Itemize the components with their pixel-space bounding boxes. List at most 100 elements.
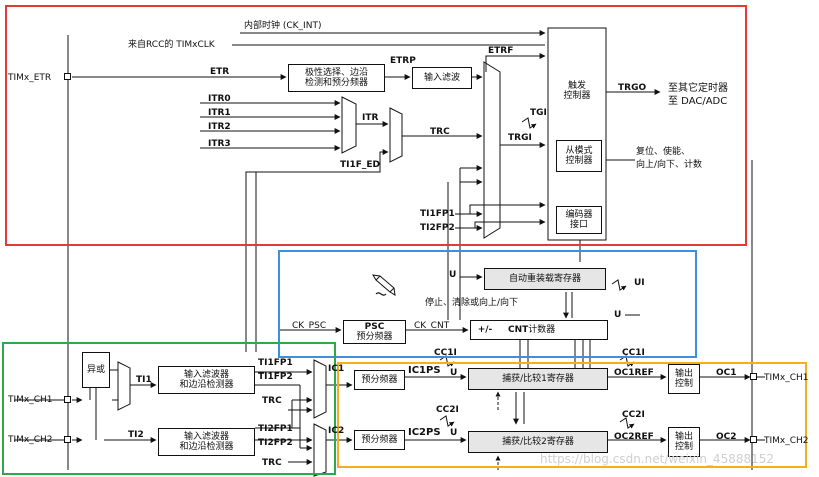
tim-clk-label: 来自RCC的 TIMxCLK [128, 40, 215, 50]
itr3-label: ITR3 [208, 139, 231, 149]
out-ctrl1-line-2: 控制 [674, 379, 693, 389]
trc-label: TRC [430, 127, 450, 137]
slave-out-1: 复位、使能、 [636, 147, 691, 157]
prescaler-1-label: 预分频器 [361, 375, 398, 385]
trigger-ctrl-line-1: 触发 [567, 81, 586, 91]
ti1fp2-label: TI1FP2 [258, 372, 293, 382]
out-ctrl2-line-2: 控制 [674, 442, 693, 452]
slave-out-2: 向上/向下、计数 [636, 160, 703, 170]
trc-ch1-label: TRC [262, 396, 282, 406]
ch1-output-port [750, 373, 757, 380]
filter-ch2-line-1: 输入滤波器 [183, 432, 229, 442]
ch1-filter-edge-box: 输入滤波器和边沿检测器 [158, 366, 255, 394]
ck-psc-label: CK_PSC [292, 321, 327, 331]
ck-cnt-label: CK_CNT [414, 321, 450, 331]
trigger-ctrl-line-2: 控制器 [563, 91, 591, 101]
ti2fp2-label: TI2FP2 [258, 438, 293, 448]
u-arr-label: U [449, 270, 457, 280]
xor-label: 异或 [86, 365, 105, 375]
ccr1-label: 捕获/比较1寄存器 [502, 374, 574, 384]
polarity-edge-prescaler-box: 极性选择、边沿检测和预分频器 [288, 64, 385, 92]
ch2-prescaler-box: 预分频器 [354, 430, 405, 450]
u-cc1-label: U [450, 368, 458, 378]
input-filter-label: 输入滤波 [423, 73, 460, 83]
slave-mode-line-2: 控制器 [565, 156, 593, 166]
ti1f-ed-label: TI1F_ED [340, 160, 381, 170]
trc-ch2-label: TRC [262, 458, 282, 468]
tim-etr-label: TIMx_ETR [8, 73, 52, 83]
ccr2-register-box: 捕获/比较2寄存器 [468, 431, 608, 453]
ic1ps-label: IC1PS [408, 365, 441, 376]
prescaler-2-label: 预分频器 [361, 435, 398, 445]
cnt-sign: +/- [477, 325, 493, 335]
out-ch1-label: TIMx_CH1 [764, 373, 809, 383]
etr-port [64, 73, 71, 80]
encoder-line-1: 编码器 [565, 210, 593, 220]
out-ch2-label: TIMx_CH2 [764, 436, 809, 446]
auto-reload-register-box: 自动重装载寄存器 [484, 268, 606, 290]
ic2-label: IC2 [328, 426, 345, 436]
ic2ps-label: IC2PS [408, 427, 441, 438]
oc2ref-label: OC2REF [614, 432, 654, 442]
tim-ch1-label: TIMx_CH1 [8, 395, 53, 405]
etr-label: ETR [210, 67, 230, 77]
ccr1-register-box: 捕获/比较1寄存器 [468, 368, 608, 390]
ti2-label: TI2 [128, 430, 144, 440]
itr0-label: ITR0 [208, 94, 231, 104]
xor-box: 异或 [82, 352, 110, 388]
out-ctrl2-line-1: 输出 [674, 432, 693, 442]
trgo-dest-2: 至 DAC/ADC [668, 96, 728, 107]
itr-label: ITR [362, 113, 379, 123]
filter-ch2-line-2: 和边沿检测器 [179, 442, 234, 452]
encoder-interface-box: 编码器接口 [556, 206, 602, 234]
oc2-label: OC2 [716, 432, 737, 442]
ccr2-label: 捕获/比较2寄存器 [502, 437, 574, 447]
trigger-controller-box: 触发控制器 [549, 74, 605, 108]
cc2i-right-label: CC2I [622, 410, 645, 420]
ch2-filter-edge-box: 输入滤波器和边沿检测器 [158, 428, 255, 456]
ti2fp2-top-label: TI2FP2 [420, 223, 455, 233]
ch2-input-port [64, 436, 71, 443]
cc1i-right-label: CC1I [622, 348, 645, 358]
cnt-main: CNT [508, 325, 529, 335]
arr-label: 自动重装载寄存器 [508, 274, 581, 284]
ch2-output-port [750, 436, 757, 443]
filter-ch1-line-1: 输入滤波器 [183, 370, 229, 380]
time-base-region [278, 250, 697, 358]
compare-output-region [337, 362, 807, 468]
ti1fp1-label: TI1FP1 [258, 358, 293, 368]
u-cnt-label: U [614, 310, 622, 320]
watermark: https://blog.csdn.net/weixin_45888152 [540, 452, 775, 466]
cc2i-label: CC2I [436, 405, 459, 415]
out-ctrl1-line-1: 输出 [674, 369, 693, 379]
tgi-label: TGI [530, 108, 547, 118]
encoder-line-2: 接口 [569, 220, 588, 230]
itr1-label: ITR1 [208, 108, 231, 118]
pen-cursor-icon [372, 274, 396, 296]
ch2-output-control-box: 输出控制 [668, 427, 700, 457]
polarity-line-1: 极性选择、边沿 [304, 68, 368, 78]
oc1ref-label: OC1REF [614, 368, 654, 378]
cnt-suffix: 计数器 [528, 325, 556, 335]
filter-ch1-line-2: 和边沿检测器 [179, 380, 234, 390]
trgi-label: TRGI [508, 133, 532, 143]
input-filter-box: 输入滤波 [412, 67, 472, 89]
ti1-label: TI1 [136, 375, 152, 385]
ch1-prescaler-box: 预分频器 [354, 370, 405, 390]
etrp-label: ETRP [390, 56, 416, 66]
psc-line-1: PSC [364, 322, 385, 332]
ch1-input-port [64, 396, 71, 403]
stop-clear-label: 停止、清除或向上/向下 [425, 298, 519, 308]
etrf-label: ETRF [488, 46, 514, 56]
ic1-label: IC1 [328, 364, 345, 374]
cnt-counter-box: +/- CNT 计数器 [470, 320, 608, 340]
tim-ch2-label: TIMx_CH2 [8, 435, 53, 445]
oc1-label: OC1 [716, 368, 737, 378]
u-cc2-label: U [450, 428, 458, 438]
trgo-dest-1: 至其它定时器 [668, 83, 728, 94]
slave-mode-line-1: 从模式 [565, 146, 593, 156]
trgo-label: TRGO [618, 83, 647, 93]
psc-line-2: 预分频器 [356, 332, 393, 342]
